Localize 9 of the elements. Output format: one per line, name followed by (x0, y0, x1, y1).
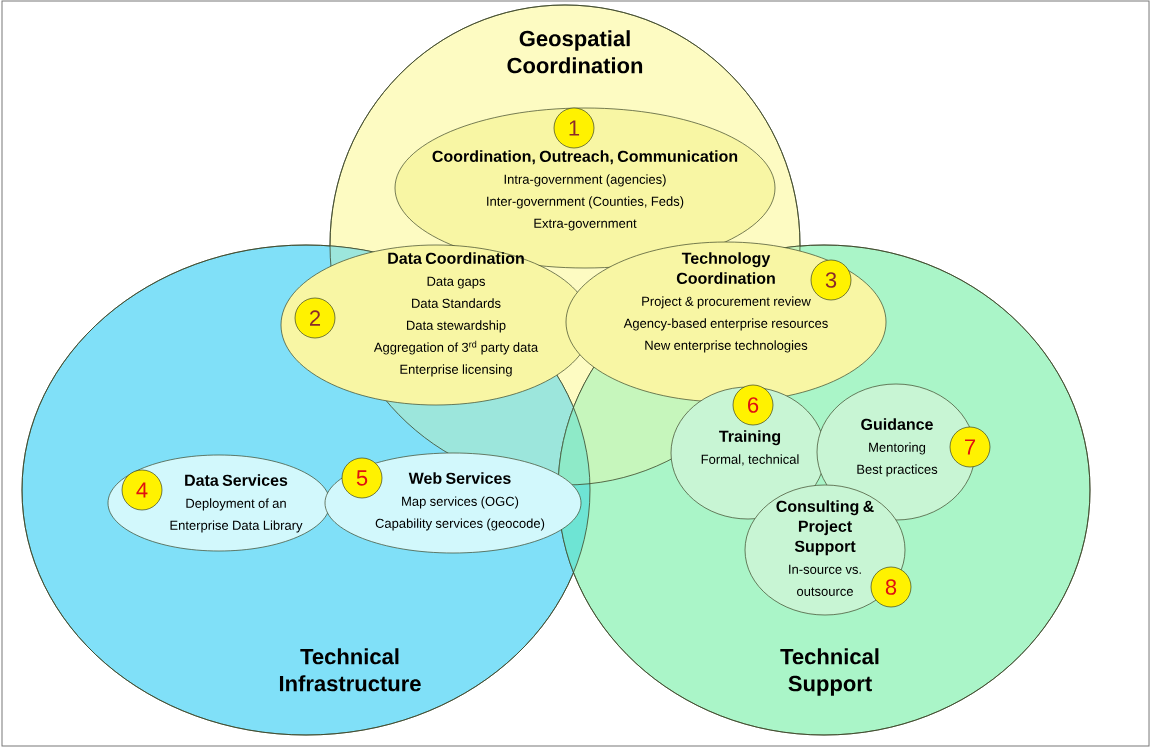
number-badge: 3 (810, 259, 852, 301)
node-label: Technical Support (780, 648, 879, 696)
number-badge: 5 (341, 457, 383, 499)
number-badge: 8 (870, 566, 912, 608)
number-badge: 7 (949, 426, 991, 468)
number-badge: 4 (121, 469, 163, 511)
number-badge: 1 (553, 107, 595, 149)
number-badge: 2 (294, 297, 336, 339)
number-badge: 6 (732, 384, 774, 426)
